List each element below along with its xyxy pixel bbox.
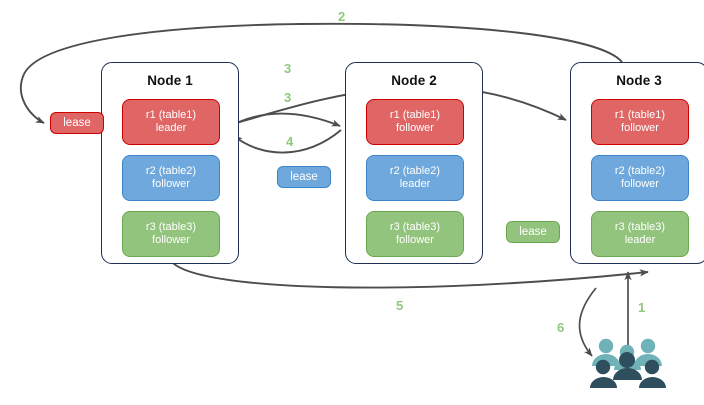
step-label-4: 4 [286,134,294,149]
replica-name: r3 (table3) [145,220,197,233]
lease-badge-blue[interactable]: lease [277,166,331,188]
replica-role: leader [155,122,187,134]
replica-name: r3 (table3) [614,220,666,233]
node-box-3[interactable]: Node 3 r1 (table1) follower r2 (table2) … [570,62,704,264]
step-label-1: 1 [638,300,646,315]
replica-node3-r2[interactable]: r2 (table2) follower [591,155,689,201]
replica-node1-r2[interactable]: r2 (table2) follower [122,155,220,201]
replica-name: r2 (table2) [145,164,197,177]
replica-role: follower [396,122,434,134]
step-label-5: 5 [396,298,404,313]
node-title-2: Node 2 [391,73,437,88]
replica-node3-r3[interactable]: r3 (table3) leader [591,211,689,257]
replica-node2-r1[interactable]: r1 (table1) follower [366,99,464,145]
replica-node3-r1[interactable]: r1 (table1) follower [591,99,689,145]
replica-node2-r3[interactable]: r3 (table3) follower [366,211,464,257]
replica-name: r2 (table2) [614,164,666,177]
replica-role: follower [621,178,659,190]
replica-name: r1 (table1) [389,108,441,121]
step-label-2: 2 [338,9,346,24]
node-title-3: Node 3 [616,73,662,88]
node-box-1[interactable]: Node 1 r1 (table1) leader r2 (table2) fo… [101,62,239,264]
lease-badge-green[interactable]: lease [506,221,560,243]
replica-role: leader [624,234,656,246]
replica-role: leader [399,178,431,190]
step-label-3-lower: 3 [284,90,292,105]
replica-node2-r2[interactable]: r2 (table2) leader [366,155,464,201]
replica-name: r2 (table2) [389,164,441,177]
replica-name: r3 (table3) [389,220,441,233]
replica-node1-r1[interactable]: r1 (table1) leader [122,99,220,145]
replica-name: r1 (table1) [145,108,197,121]
replica-node1-r3[interactable]: r3 (table3) follower [122,211,220,257]
users-group-icon [590,338,666,388]
replica-role: follower [621,122,659,134]
step-label-6: 6 [557,320,565,335]
node-title-1: Node 1 [147,73,193,88]
replica-role: follower [396,234,434,246]
arrow-step-3-to-node2 [226,112,341,129]
replica-role: follower [152,234,190,246]
lease-badge-red[interactable]: lease [50,112,104,134]
arrow-step-5 [171,261,649,289]
node-box-2[interactable]: Node 2 r1 (table1) follower r2 (table2) … [345,62,483,264]
step-label-3-upper: 3 [284,61,292,76]
replica-name: r1 (table1) [614,108,666,121]
replica-role: follower [152,178,190,190]
